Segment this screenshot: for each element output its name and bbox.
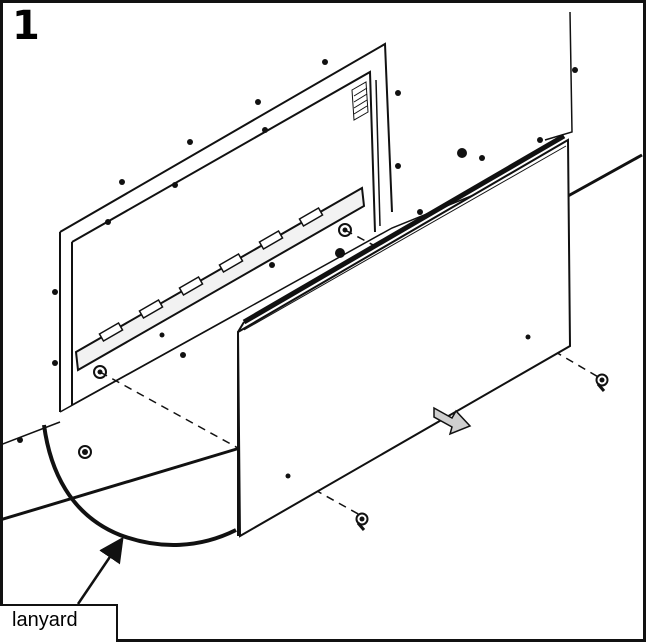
lanyard-leader-arrow — [76, 536, 124, 605]
lanyard-label: lanyard — [12, 609, 78, 631]
base-edge — [0, 421, 61, 446]
lanyard-callout-box — [0, 604, 118, 642]
step-number: 1 — [12, 3, 40, 49]
screw-icon — [595, 373, 609, 392]
panel-screw-hole — [525, 334, 531, 340]
slide-direction-arrow-icon — [433, 406, 472, 436]
floor-line-left — [0, 446, 241, 522]
wall-screw-holes — [17, 59, 578, 443]
opening-inner-depth — [375, 79, 381, 227]
base-hole — [78, 445, 92, 459]
vent-grille — [351, 81, 369, 121]
front-cover-panel — [236, 138, 572, 538]
wall-screw-large — [457, 148, 467, 158]
front-cover-corner — [237, 321, 245, 333]
opening-inner-frame — [71, 70, 376, 243]
opening-outer-frame — [59, 42, 393, 233]
floor-line-right — [567, 153, 643, 198]
front-cover-top-lip — [242, 133, 566, 325]
front-cover-top-inner — [243, 145, 567, 331]
lower-lip-inner — [71, 311, 241, 406]
panel-screw-hole — [285, 473, 291, 479]
lanyard-cable — [42, 424, 237, 547]
wall-screw-large — [335, 248, 345, 258]
wall-panel-edge — [544, 11, 573, 141]
screw-icon — [355, 512, 369, 531]
base-hole-center — [82, 449, 88, 455]
rail-tabs — [98, 207, 324, 342]
